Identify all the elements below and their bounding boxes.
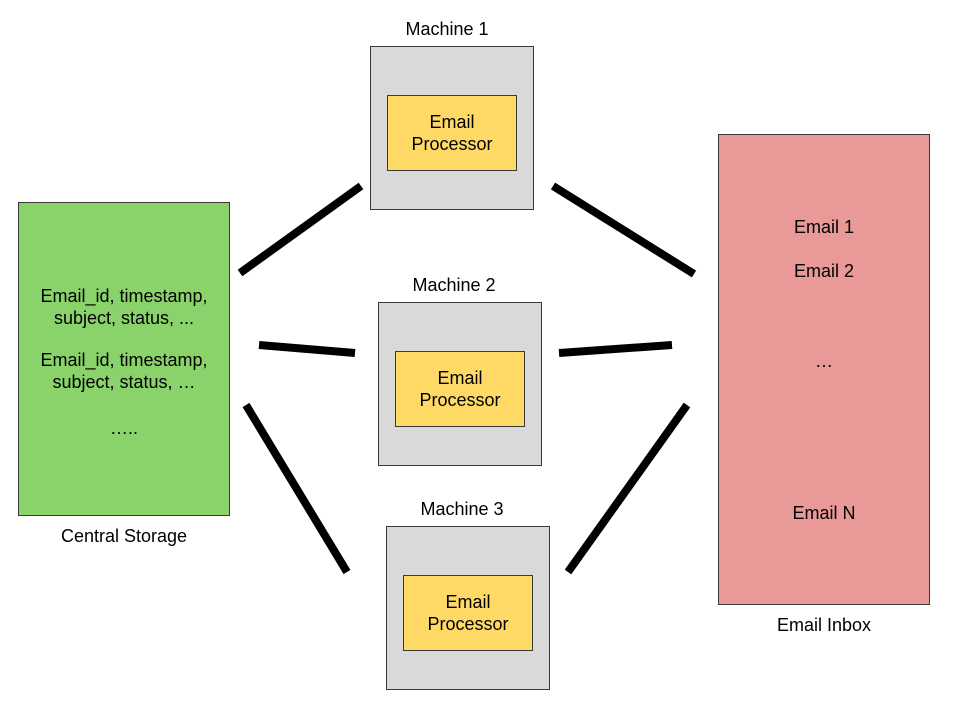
- machine-2-label: Machine 2: [412, 275, 496, 295]
- machine-2-processor-line-2: Processor: [419, 390, 501, 410]
- email-inbox: Email 1 Email 2 … Email N: [718, 134, 930, 605]
- storage-ellipsis: …..: [109, 418, 138, 438]
- connector-machine-3-inbox: [564, 402, 691, 575]
- machine-3-processor-line-2: Processor: [427, 614, 509, 634]
- machine-2-email-processor: Email Processor: [395, 351, 525, 427]
- machine-1-processor-line-1: Email: [429, 112, 475, 132]
- machine-3-email-processor: Email Processor: [403, 575, 533, 651]
- inbox-item-n: Email N: [792, 503, 856, 523]
- central-storage-caption: Central Storage: [60, 526, 188, 546]
- machine-1-email-processor: Email Processor: [387, 95, 517, 171]
- connector-storage-machine-1: [237, 182, 364, 277]
- inbox-item-ellipsis: …: [815, 351, 833, 371]
- machine-3: Email Processor: [386, 526, 550, 690]
- connector-storage-machine-2: [258, 341, 356, 357]
- storage-record-2-line-1: Email_id, timestamp,: [40, 350, 208, 370]
- inbox-item-1: Email 1: [793, 217, 855, 237]
- machine-2-processor-line-1: Email: [437, 368, 483, 388]
- storage-record-1-line-1: Email_id, timestamp,: [40, 286, 208, 306]
- machine-1-processor-line-2: Processor: [411, 134, 493, 154]
- connector-machine-2-inbox: [558, 341, 673, 357]
- storage-record-2-line-2: subject, status, …: [52, 372, 196, 392]
- machine-1: Email Processor: [370, 46, 534, 210]
- connector-machine-1-inbox: [550, 182, 697, 278]
- machine-2: Email Processor: [378, 302, 542, 466]
- inbox-item-2: Email 2: [793, 261, 855, 281]
- machine-3-processor-line-1: Email: [445, 592, 491, 612]
- storage-record-1-line-2: subject, status, ...: [53, 308, 195, 328]
- connector-storage-machine-3: [242, 402, 351, 575]
- machine-1-label: Machine 1: [405, 19, 489, 39]
- central-storage: Email_id, timestamp, subject, status, ..…: [18, 202, 230, 516]
- email-inbox-caption: Email Inbox: [776, 615, 872, 635]
- machine-3-label: Machine 3: [420, 499, 504, 519]
